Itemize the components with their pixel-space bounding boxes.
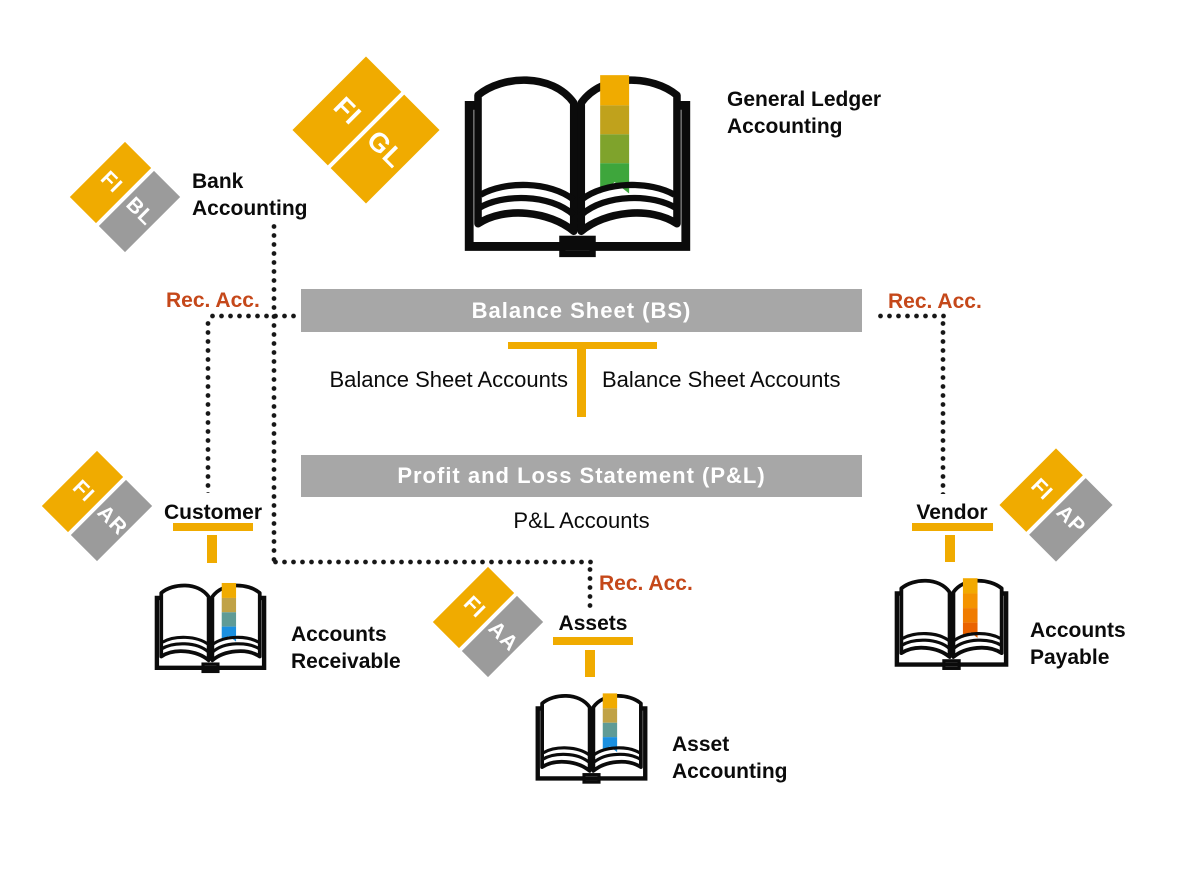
- asset-accounting-label: Asset Accounting: [672, 733, 788, 783]
- fi-gl-badge-bottom-label: GL: [360, 124, 411, 174]
- bs-taccount-top-bar: [508, 342, 657, 349]
- fi-ar-badge-top-label: FI: [67, 475, 99, 507]
- fi-bl-badge-icon: FI BL: [69, 141, 181, 253]
- profit-loss-title: Profit and Loss Statement (P&L): [397, 463, 766, 488]
- profit-loss-bar: Profit and Loss Statement (P&L): [301, 455, 862, 497]
- balance-sheet-title: Balance Sheet (BS): [471, 297, 692, 323]
- dotted-connector-assets-drop: [587, 565, 593, 610]
- fi-ar-badge-bottom-label: AR: [92, 500, 132, 540]
- vendor-tee-bar: [912, 523, 993, 531]
- general-ledger-label: General Ledger Accounting: [727, 88, 882, 138]
- customer-tee-bar: [173, 523, 253, 531]
- balance-sheet-accounts-left: Balance Sheet Accounts: [329, 367, 569, 392]
- assets-tee-bar: [553, 637, 633, 645]
- rec-acc-label-center: Rec. Acc.: [599, 572, 693, 595]
- accounts-receivable-book-icon: [148, 573, 273, 674]
- bank-accounting-label: Bank Accounting: [192, 170, 308, 220]
- fi-aa-badge-icon: FI AA: [432, 566, 544, 678]
- dotted-connector-bank-down: [271, 222, 277, 562]
- dotted-connector-customer-up: [205, 319, 211, 493]
- assets-label: Assets: [558, 612, 628, 635]
- dotted-connector-vendor-up: [940, 319, 946, 494]
- asset-accounting-book-icon: [529, 683, 654, 785]
- balance-sheet-accounts-right: Balance Sheet Accounts: [602, 367, 841, 392]
- fi-ap-badge-top-label: FI: [1026, 474, 1057, 506]
- accounts-payable-label: Accounts Payable: [1030, 619, 1126, 669]
- rec-acc-label-left: Rec. Acc.: [166, 289, 260, 312]
- fi-bl-badge-top-label: FI: [95, 166, 127, 198]
- dotted-connector-customer-to-bs: [208, 313, 296, 319]
- customer-label: Customer: [163, 501, 263, 524]
- rec-acc-label-right: Rec. Acc.: [888, 290, 982, 313]
- fi-ar-badge-icon: FI AR: [41, 450, 153, 562]
- pl-accounts: P&L Accounts: [513, 508, 650, 533]
- fi-aa-badge-top-label: FI: [458, 591, 490, 623]
- vendor-tee-stem: [945, 535, 955, 562]
- general-ledger-book-icon: [450, 55, 705, 259]
- balance-sheet-bar: Balance Sheet (BS): [301, 289, 862, 332]
- bs-taccount-divider: [577, 349, 586, 417]
- fi-aa-badge-bottom-label: AA: [483, 616, 523, 656]
- accounts-receivable-label: Accounts Receivable: [291, 623, 401, 673]
- vendor-label: Vendor: [916, 501, 988, 524]
- fi-ap-badge-icon: FI AP: [999, 448, 1113, 562]
- fi-bl-badge-bottom-label: BL: [121, 192, 159, 230]
- fi-gl-badge-icon: FI GL: [292, 56, 440, 204]
- assets-tee-stem: [585, 650, 595, 677]
- fi-ap-badge-bottom-label: AP: [1052, 500, 1091, 539]
- accounts-payable-book-icon: [888, 568, 1015, 671]
- fi-gl-badge-top-label: FI: [327, 90, 368, 131]
- customer-tee-stem: [207, 535, 217, 563]
- dotted-connector-vendor-to-bs: [876, 313, 948, 319]
- dotted-connector-bank-to-assets: [271, 559, 595, 565]
